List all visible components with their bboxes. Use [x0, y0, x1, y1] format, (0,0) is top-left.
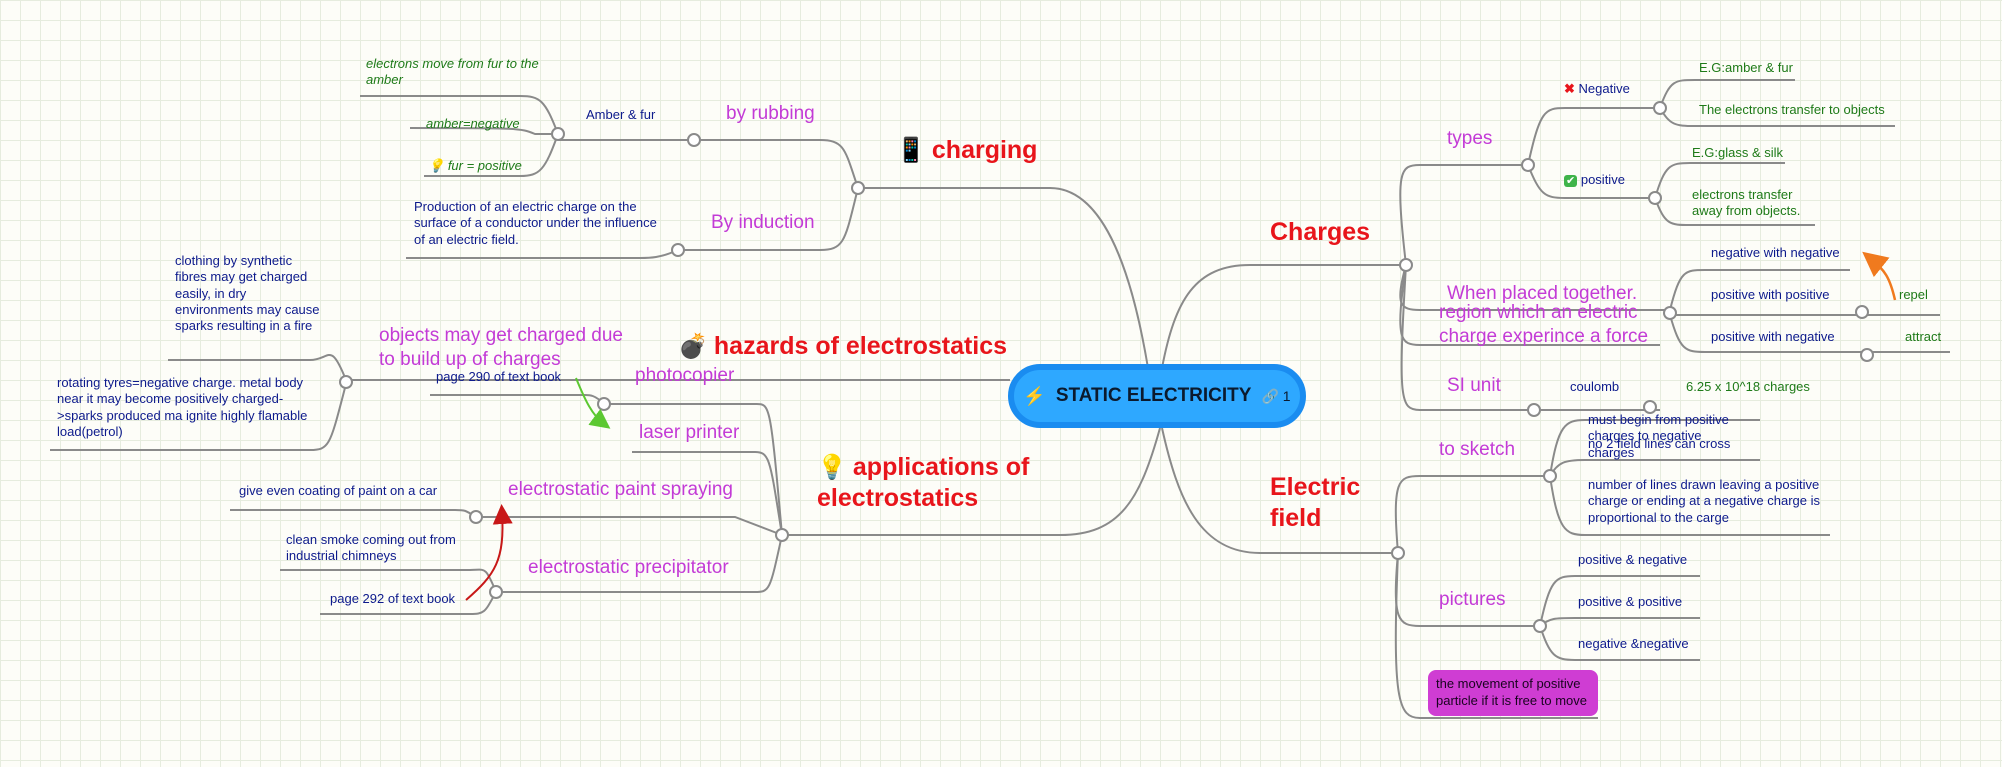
- subtopic-si-unit[interactable]: SI unit: [1447, 375, 1501, 396]
- node-handle: [597, 397, 611, 411]
- together-neg-neg[interactable]: negative with negative: [1711, 245, 1840, 260]
- amber-fur-label[interactable]: Amber & fur: [586, 107, 656, 122]
- subtopic-paint-spraying[interactable]: electrostatic paint spraying: [508, 479, 733, 500]
- node-handle: [1543, 469, 1557, 483]
- topic-applications[interactable]: 💡applications of electrostatics: [817, 452, 1057, 515]
- node-handle: [469, 510, 483, 524]
- picture-pos-neg[interactable]: positive & negative: [1578, 552, 1688, 567]
- subtopic-pictures[interactable]: pictures: [1439, 589, 1506, 610]
- subtopic-by-rubbing[interactable]: by rubbing: [726, 103, 815, 124]
- node-handle: [489, 585, 503, 599]
- node-handle: [851, 181, 865, 195]
- subtopic-placed-together[interactable]: When placed together.: [1447, 283, 1638, 304]
- note-electrons-move[interactable]: electrons move from fur to the amber: [366, 56, 539, 88]
- node-handle: [1527, 403, 1541, 417]
- note-page-290[interactable]: page 290 of text book: [436, 369, 562, 384]
- note-fur-positive[interactable]: 💡 fur = positive: [428, 158, 522, 173]
- subtopic-types[interactable]: types: [1447, 128, 1493, 149]
- arrow-orange: [1862, 251, 1897, 301]
- topic-hazards-label: hazards of electrostatics: [713, 332, 1008, 360]
- node-handle: [1399, 258, 1413, 272]
- link-icon[interactable]: 🔗 1: [1261, 387, 1291, 404]
- node-handle: [775, 528, 789, 542]
- together-pos-neg[interactable]: positive with negative: [1711, 329, 1835, 344]
- subtopic-laser-printer[interactable]: laser printer: [639, 422, 740, 443]
- root-title: STATIC ELECTRICITY: [1055, 385, 1252, 406]
- type-negative[interactable]: ✖ Negative: [1564, 81, 1630, 96]
- check-icon: ✔: [1564, 175, 1578, 187]
- node-handle: [1855, 305, 1869, 319]
- field-definition[interactable]: region which an electric charge experinc…: [1439, 302, 1649, 347]
- node-handle: [1643, 400, 1657, 414]
- bolt-icon: ⚡: [1023, 385, 1046, 406]
- sketch-rule-3[interactable]: number of lines drawn leaving a positive…: [1588, 477, 1820, 525]
- note-paint-coating[interactable]: give even coating of paint on a car: [239, 483, 438, 498]
- node-handle: [1521, 158, 1535, 172]
- positive-example[interactable]: E.G:glass & silk: [1692, 145, 1784, 160]
- note-clothing[interactable]: clothing by synthetic fibres may get cha…: [175, 253, 320, 333]
- topic-electric-field[interactable]: Electric field: [1270, 473, 1361, 533]
- subtopic-precipitator[interactable]: electrostatic precipitator: [528, 557, 729, 578]
- edge-root-field: [1161, 427, 1398, 554]
- edge-root-charging: [858, 187, 1149, 369]
- type-positive[interactable]: ✔ positive: [1564, 172, 1625, 187]
- topic-charging[interactable]: 📱charging: [896, 135, 1037, 166]
- picture-pos-pos[interactable]: positive & positive: [1578, 594, 1683, 609]
- node-handle: [1533, 619, 1547, 633]
- node-handle: [1860, 348, 1874, 362]
- picture-neg-neg[interactable]: negative &negative: [1578, 636, 1689, 651]
- lightbulb-icon: 💡: [428, 158, 445, 173]
- sketch-rule-2[interactable]: no 2 field lines can cross: [1588, 436, 1731, 451]
- root-topic[interactable]: ⚡ STATIC ELECTRICITY 🔗 1: [1008, 364, 1306, 428]
- subtopic-photocopier[interactable]: photocopier: [635, 365, 735, 386]
- node-handle: [1648, 191, 1662, 205]
- bomb-icon: 💣: [678, 333, 708, 360]
- together-pos-pos[interactable]: positive with positive: [1711, 287, 1830, 302]
- negative-description[interactable]: The electrons transfer to objects: [1699, 102, 1885, 117]
- node-handle: [1663, 306, 1677, 320]
- node-handle: [687, 133, 701, 147]
- node-handle: [551, 127, 565, 141]
- edge-root-charges: [1161, 264, 1406, 369]
- link-count: 1: [1282, 387, 1291, 404]
- cross-icon: ✖: [1564, 81, 1575, 96]
- note-amber-negative[interactable]: amber=negative: [426, 116, 520, 131]
- node-handle: [671, 243, 685, 257]
- phone-icon: 📱: [896, 137, 926, 164]
- positive-description[interactable]: electrons transfer away from objects.: [1692, 187, 1801, 219]
- si-unit-name[interactable]: coulomb: [1570, 379, 1620, 394]
- sketch-rule-1[interactable]: must begin from positive charges to nega…: [1588, 412, 1729, 460]
- subtopic-by-induction[interactable]: By induction: [711, 212, 815, 233]
- si-unit-value[interactable]: 6.25 x 10^18 charges: [1686, 379, 1810, 394]
- edge-root-applications: [782, 427, 1161, 536]
- note-rotating-tyres[interactable]: rotating tyres=negative charge. metal bo…: [57, 375, 308, 439]
- topic-applications-label: applications of electrostatics: [817, 453, 1030, 513]
- subtopic-objects-charged[interactable]: objects may get charged due to build up …: [379, 325, 623, 370]
- subtopic-to-sketch[interactable]: to sketch: [1439, 439, 1516, 460]
- topic-hazards[interactable]: 💣hazards of electrostatics: [678, 331, 1007, 362]
- node-handle: [339, 375, 353, 389]
- topic-charging-label: charging: [931, 136, 1038, 164]
- relation-repel[interactable]: repel: [1899, 287, 1928, 302]
- note-page-292[interactable]: page 292 of text book: [330, 591, 456, 606]
- topic-charges[interactable]: Charges: [1270, 218, 1371, 246]
- note-clean-smoke[interactable]: clean smoke coming out from industrial c…: [286, 532, 456, 564]
- callout-positive-particle[interactable]: the movement of positive particle if it …: [1428, 670, 1598, 716]
- lightbulb-icon: 💡: [817, 454, 847, 481]
- negative-example[interactable]: E.G:amber & fur: [1699, 60, 1793, 75]
- node-handle: [1653, 101, 1667, 115]
- note-induction[interactable]: Production of an electric charge on the …: [414, 199, 657, 247]
- node-handle: [1391, 546, 1405, 560]
- relation-attract[interactable]: attract: [1905, 329, 1942, 344]
- arrow-red: [465, 504, 513, 601]
- arrow-green: [575, 377, 611, 429]
